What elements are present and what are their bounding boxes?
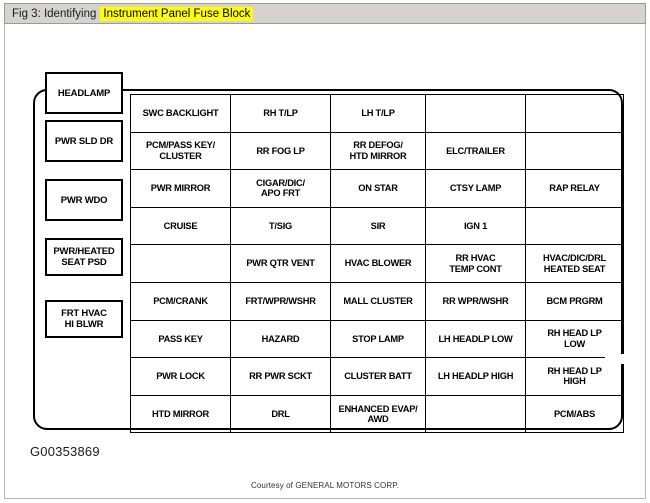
fuse-cell: RH T/LP [230,94,331,133]
fuse-cell: SIR [330,206,426,246]
fuse-cell: RR DEFOG/HTD MIRROR [330,131,426,171]
fuse-cell: STOP LAMP [330,319,426,359]
fuse-cell: PWR QTR VENT [230,244,331,283]
fuse-cell: CIGAR/DIC/APO FRT [230,169,331,208]
relay-box-label: HEADLAMP [57,87,111,99]
fuse-cell: RR FOG LP [230,131,331,171]
fuse-cell: PCM/ABS [525,394,624,434]
fuse-cell: RR PWR SCKT [230,357,331,396]
fuse-cell: PASS KEY [130,319,231,359]
fuse-cell: BCM PRGRM [525,281,624,321]
fuse-cell-empty [525,94,624,133]
fuse-cell: PWR MIRROR [130,169,231,208]
fuse-cell: HVAC BLOWER [330,244,426,283]
corner-mask-bottom-right [605,354,625,364]
fuse-cell: PCM/CRANK [130,281,231,321]
relay-box-3: PWR WDO [45,179,123,221]
figure-title-highlight: Instrument Panel Fuse Block [100,6,254,21]
fuse-cell: CTSY LAMP [425,169,526,208]
courtesy-line: Courtesy of GENERAL MOTORS CORP. [251,481,399,490]
fuse-cell: RAP RELAY [525,169,624,208]
figure-title-bar: Fig 3: Identifying Instrument Panel Fuse… [4,3,646,24]
fuse-cell-empty [130,244,231,283]
fuse-cell: IGN 1 [425,206,526,246]
fuse-cell-empty [525,206,624,246]
fuse-cell: SWC BACKLIGHT [130,94,231,133]
fuse-cell: HAZARD [230,319,331,359]
fuse-cell: HTD MIRROR [130,394,231,434]
fuse-cell: PCM/PASS KEY/CLUSTER [130,131,231,171]
relay-box-1: HEADLAMP [45,72,123,114]
fuse-cell: FRT/WPR/WSHR [230,281,331,321]
fuse-cell: LH HEADLP LOW [425,319,526,359]
figure-title-prefix: Fig 3: Identifying [12,7,97,20]
fuse-cell: CRUISE [130,206,231,246]
fuse-cell: ON STAR [330,169,426,208]
fuse-cell: PWR LOCK [130,357,231,396]
fuse-cell-empty [425,94,526,133]
relay-box-label: PWR SLD DR [54,135,114,147]
fuse-cell-empty [525,131,624,171]
fuse-cell: T/SIG [230,206,331,246]
fuse-cell: CLUSTER BATT [330,357,426,396]
relay-box-label: PWR WDO [60,194,108,206]
corner-mask-top-right [605,64,625,72]
fuse-cell: LH T/LP [330,94,426,133]
fuse-cell: MALL CLUSTER [330,281,426,321]
fuse-cell: ENHANCED EVAP/AWD [330,394,426,434]
fuse-cell: RR WPR/WSHR [425,281,526,321]
fuse-cell: ELC/TRAILER [425,131,526,171]
figure-id-label: G00353869 [30,444,100,459]
fuse-cell-empty [425,394,526,434]
fuse-cell: DRL [230,394,331,434]
relay-box-2: PWR SLD DR [45,120,123,162]
fuse-cell: LH HEADLP HIGH [425,357,526,396]
